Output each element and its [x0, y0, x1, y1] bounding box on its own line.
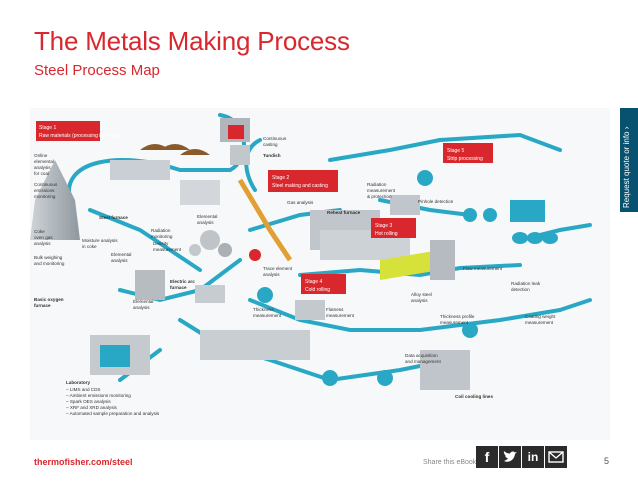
label-data-acquisition: Data acquisition and management [405, 353, 441, 364]
stage4-title: Stage 4 [305, 279, 322, 285]
label-pinhole: Pinhole detection [418, 199, 454, 204]
stage5-equipment [390, 170, 558, 244]
label-tundish: Tundish [263, 153, 281, 158]
label-steel-furnace: Steel furnace [99, 215, 128, 220]
twitter-icon[interactable] [499, 446, 521, 468]
label-bulk-weighing: Bulk weighing and monitoring [34, 255, 65, 266]
request-quote-tab[interactable]: Request quote or info › [620, 108, 638, 212]
laboratory-item: – Ambient emissions monitoring [66, 393, 131, 398]
label-radiation-measurement: Radiation measurement & protection [367, 182, 396, 199]
label-coating-weight: Coating weight measurement [525, 314, 557, 325]
laboratory-item: – Automated sample preparation and analy… [66, 411, 160, 416]
label-density: Density measurement [153, 241, 182, 252]
label-continuous-casting: Continuous casting [263, 136, 288, 147]
stage5-title: Stage 5 [447, 148, 464, 154]
label-elemental-3: Elemental analysis [133, 299, 155, 310]
footer-url-link[interactable]: thermofisher.com/steel [34, 457, 133, 467]
stage2-title: Stage 2 [272, 175, 289, 181]
linkedin-icon[interactable]: in [522, 446, 544, 468]
label-online-analysis: Online elemental analysis for coal [34, 153, 55, 176]
label-continuous-monitoring: Continuous emissions monitoring [34, 182, 59, 199]
stage3-box: Stage 3 Hot rolling [371, 218, 416, 238]
stage4-equipment [200, 287, 478, 390]
label-moisture: Moisture analysis in coke [82, 238, 119, 249]
stage5-box: Stage 5 Strip processing [443, 143, 493, 163]
stage4-desc: Cold rolling [305, 287, 330, 293]
page-subtitle: Steel Process Map [34, 62, 160, 79]
stage4-box: Stage 4 Cold rolling [301, 274, 346, 294]
label-radiation-monitoring: Radiation monitoring [151, 228, 173, 239]
stage1-desc: Raw materials (processing iron ores) [39, 133, 121, 139]
laboratory-item: – Spark OES analysis [66, 399, 111, 404]
share-label: Share this eBook [423, 459, 477, 466]
stage1-box: Stage 1 Raw materials (processing iron o… [36, 121, 121, 141]
stage2-box: Stage 2 Steel making and casting [268, 170, 338, 192]
label-trace-element: Trace element analysis [263, 266, 293, 277]
facebook-icon[interactable]: f [476, 446, 498, 468]
page-number: 5 [604, 456, 610, 466]
label-coil-cooling: Coil cooling lines [455, 394, 493, 399]
stage1-equipment [30, 144, 232, 375]
label-thickness-measurement: Thickness measurement [253, 307, 282, 318]
label-flatness: Flatness measurement [326, 307, 355, 318]
label-alloy-steel: Alloy steel analysis [411, 292, 433, 303]
stage2-desc: Steel making and casting [272, 183, 328, 189]
label-electric-arc: Electric arc furnace [170, 279, 196, 290]
email-icon[interactable] [545, 446, 567, 468]
label-flow-measurement: Flow measurement [463, 266, 503, 271]
label-coke-analysis: Coke oven gas analysis [34, 229, 54, 246]
label-thickness-profile: Thickness profile measurement [440, 314, 476, 325]
label-gas-analysis: Gas analysis [287, 200, 314, 205]
laboratory-block: Laboratory – LIMS and CDS – Ambient emis… [66, 380, 160, 416]
measurement-labels: Online elemental analysis for coal Conti… [34, 136, 557, 399]
stage1-title: Stage 1 [39, 125, 56, 131]
label-reheat-furnace: Reheat furnace [327, 210, 361, 215]
stage3-title: Stage 3 [375, 223, 392, 229]
label-elemental-2: Elemental analysis [197, 214, 219, 225]
stage5-desc: Strip processing [447, 156, 483, 162]
laboratory-item: – XRF and XRD analysis [66, 405, 118, 410]
label-elemental-1: Elemental analysis [111, 252, 133, 263]
label-basic-oxygen: Basic oxygen furnace [34, 297, 65, 308]
laboratory-item: – LIMS and CDS [66, 387, 100, 392]
page-title: The Metals Making Process [34, 26, 350, 56]
laboratory-title: Laboratory [66, 380, 90, 385]
stage3-desc: Hot rolling [375, 231, 398, 237]
label-radiation-leak: Radiation leak detection [511, 281, 541, 292]
